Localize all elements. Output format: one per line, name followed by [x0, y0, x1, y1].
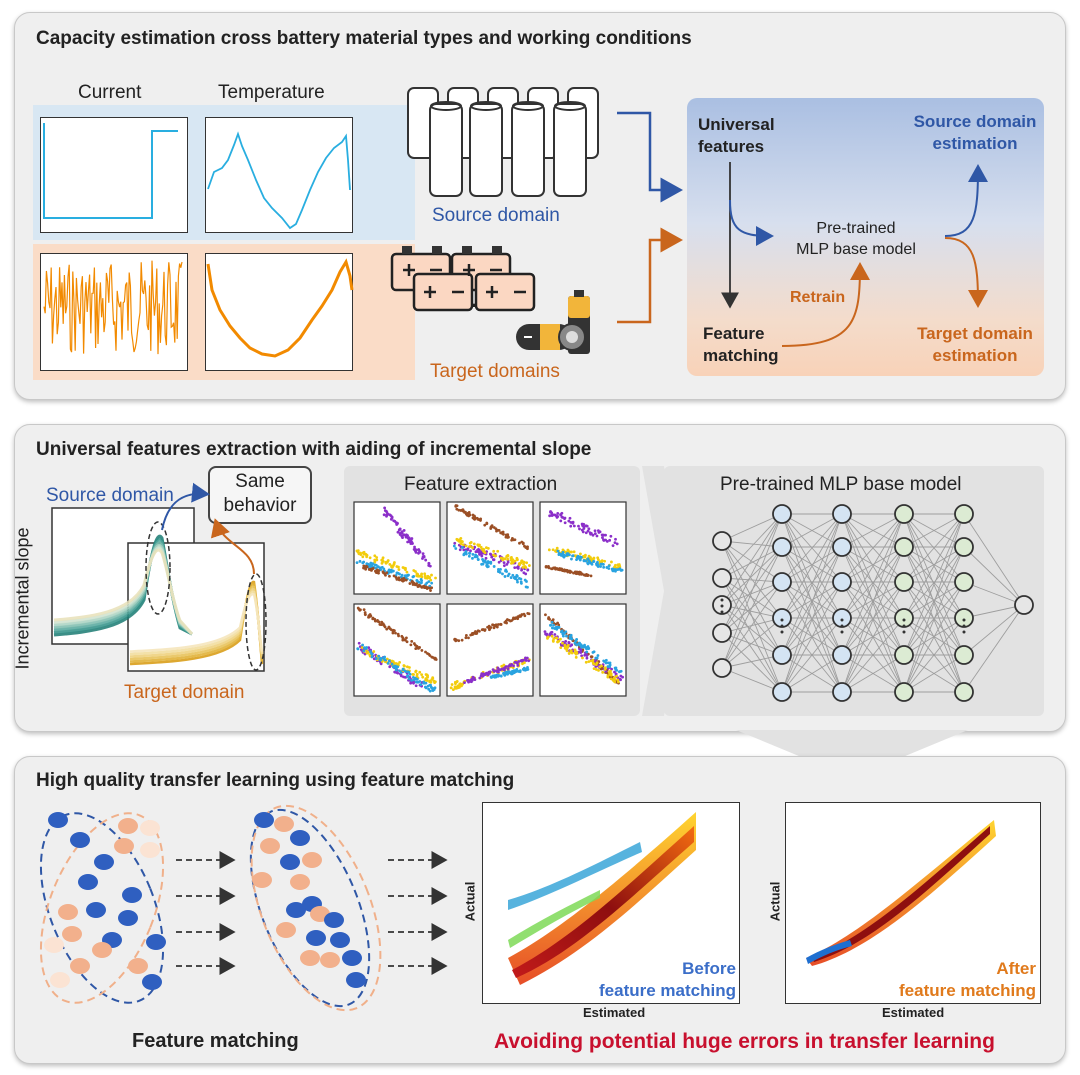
- after-xlabel: Estimated: [882, 1005, 945, 1020]
- before-outlier-band-2: [508, 890, 600, 948]
- target-behavior-arrow: [210, 518, 255, 575]
- target-domains-label: Target domains: [430, 361, 560, 382]
- dots-after-matching: [252, 812, 366, 988]
- source-cluster-ellipse-2: [249, 808, 371, 1008]
- source-to-flow-arrow: [617, 111, 683, 203]
- temperature-source-signal: [207, 131, 351, 230]
- down-chevron: [736, 730, 968, 778]
- source-domain-label: Source domain: [432, 205, 560, 226]
- avoiding-errors-caption: Avoiding potential huge errors in transf…: [494, 1030, 995, 1053]
- feature-matching-label: Feature matching: [703, 324, 779, 365]
- model-to-source-arrow: [944, 164, 988, 237]
- current-source-signal: [43, 123, 178, 219]
- after-heat-band: [806, 820, 996, 966]
- source-behavior-arrow: [161, 482, 210, 531]
- target-peak-ellipse: [245, 573, 267, 671]
- battery-signs: [403, 264, 526, 298]
- panel1-title: Capacity estimation cross battery materi…: [36, 28, 692, 49]
- universal-features-label: Universal features: [698, 115, 775, 156]
- before-xlabel: Estimated: [583, 1005, 646, 1020]
- current-target-signal: [43, 260, 183, 355]
- retrain-label: Retrain: [790, 289, 846, 306]
- model-to-target-arrow: [944, 237, 988, 308]
- mlp-title: Pre-trained MLP base model: [720, 474, 962, 495]
- dots-before-matching: [44, 812, 166, 990]
- temperature-plot-target: [205, 253, 353, 371]
- current-plot-source: [40, 117, 188, 233]
- temperature-label: Temperature: [218, 82, 325, 103]
- after-tail: [806, 940, 852, 964]
- flow-box: [687, 98, 1044, 376]
- mlp-network: [712, 504, 1034, 702]
- target-cluster-ellipse-2: [250, 804, 382, 1012]
- panel3-title: High quality transfer learning using fea…: [36, 770, 515, 791]
- matching-to-model-arrow: [781, 262, 870, 347]
- before-caption: Before feature matching: [599, 959, 736, 1000]
- target-cluster-ellipse-1: [39, 812, 165, 1004]
- source-domain-label-2: Source domain: [46, 485, 174, 506]
- same-behavior-box: Same behavior: [208, 466, 312, 524]
- before-heat-band: [508, 812, 696, 985]
- battery-terminals: [402, 246, 502, 254]
- target-domain-label: Target domain: [124, 682, 245, 703]
- cylinder-battery-icon: [407, 87, 599, 197]
- feature-extraction-label: Feature extraction: [404, 474, 558, 495]
- features-to-model-arrow: [729, 199, 774, 246]
- ic-curves-source: [53, 534, 194, 637]
- target-to-flow-arrow: [617, 227, 683, 324]
- source-estimation-label: Source domain estimation: [913, 112, 1037, 153]
- before-outlier-band: [508, 842, 642, 910]
- before-heat-core: [512, 826, 694, 978]
- chevron-arrow-1: [642, 466, 686, 716]
- feature-matching-caption: Feature matching: [132, 1030, 299, 1052]
- feature-scatter-grid: [353, 501, 627, 697]
- current-plot-target: [40, 253, 188, 371]
- panel2-title: Universal features extraction with aidin…: [36, 439, 592, 460]
- temperature-plot-source: [205, 117, 353, 233]
- current-label: Current: [78, 82, 142, 103]
- cylinder-caps: [430, 101, 586, 111]
- source-peak-ellipse: [145, 521, 171, 615]
- pretrained-label: Pre-trained MLP base model: [796, 220, 916, 258]
- target-estimation-label: Target domain estimation: [917, 324, 1033, 365]
- after-caption: After feature matching: [899, 959, 1036, 1000]
- temperature-target-signal: [206, 258, 354, 358]
- car-battery-icon: [390, 252, 536, 312]
- aa-battery-icon: [516, 290, 590, 354]
